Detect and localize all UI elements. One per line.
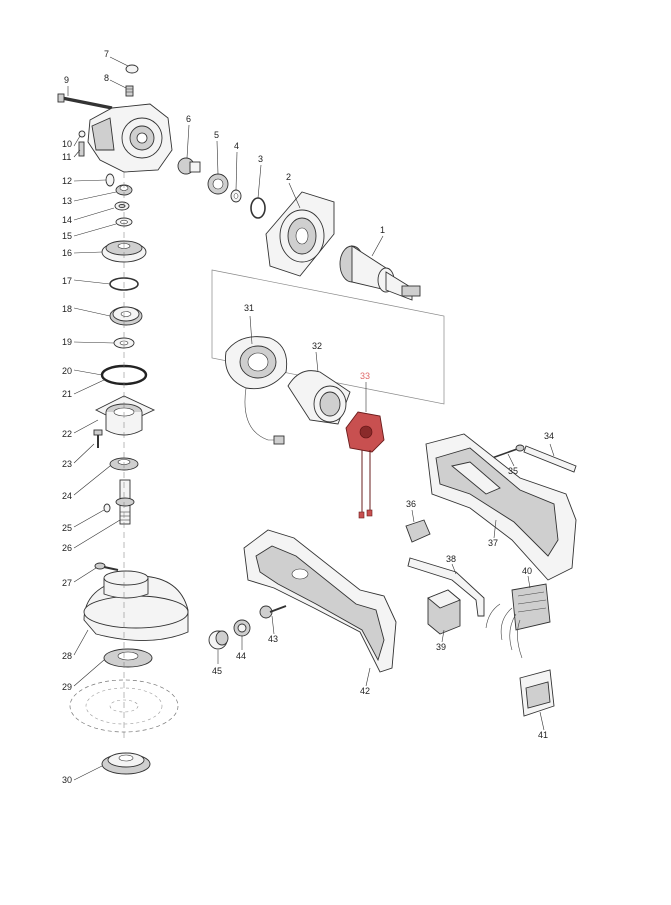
lock-nut-30[interactable] xyxy=(101,752,151,775)
housing-42[interactable] xyxy=(243,529,397,673)
bearing-5[interactable] xyxy=(207,173,229,195)
washer-14[interactable] xyxy=(114,201,130,211)
part-number-12: 12 xyxy=(62,176,72,186)
part-number-18: 18 xyxy=(62,304,72,314)
washer-12[interactable] xyxy=(105,173,115,187)
gear-housing[interactable] xyxy=(87,103,173,173)
part-number-45: 45 xyxy=(212,666,222,676)
housing-37[interactable] xyxy=(425,433,577,581)
pin-11[interactable] xyxy=(78,141,85,157)
part-number-21: 21 xyxy=(62,389,72,399)
part-number-23: 23 xyxy=(62,459,72,469)
part-number-44: 44 xyxy=(236,651,246,661)
part-number-27: 27 xyxy=(62,578,72,588)
motor-bracket-2[interactable] xyxy=(265,191,335,277)
part-number-16: 16 xyxy=(62,248,72,258)
pinion-gear-6[interactable] xyxy=(177,157,201,175)
ring-3[interactable] xyxy=(250,197,266,219)
part-number-22: 22 xyxy=(62,429,72,439)
stator-32[interactable] xyxy=(287,370,351,425)
part-number-24: 24 xyxy=(62,491,72,501)
ring-10[interactable] xyxy=(78,130,86,138)
name-plate-34[interactable] xyxy=(523,445,577,473)
screw-43[interactable] xyxy=(259,605,287,619)
holder-31[interactable] xyxy=(224,336,288,445)
part-number-8: 8 xyxy=(104,73,109,83)
bearing-18[interactable] xyxy=(109,306,143,326)
inner-flange-29[interactable] xyxy=(103,648,153,668)
part-number-35: 35 xyxy=(508,466,518,476)
part-number-43: 43 xyxy=(268,634,278,644)
part-number-36: 36 xyxy=(406,499,416,509)
knob-44[interactable] xyxy=(233,619,251,637)
leader-lines xyxy=(67,56,555,781)
part-number-26: 26 xyxy=(62,543,72,553)
part-number-14: 14 xyxy=(62,215,72,225)
part-number-10: 10 xyxy=(62,139,72,149)
part-number-30: 30 xyxy=(62,775,72,785)
part-number-17: 17 xyxy=(62,276,72,286)
part-number-29: 29 xyxy=(62,682,72,692)
part-number-1: 1 xyxy=(380,225,385,235)
cap-7[interactable] xyxy=(125,64,139,74)
wheel-guard-28[interactable] xyxy=(83,570,189,641)
highlighted-part-33[interactable] xyxy=(345,411,385,519)
part-number-28: 28 xyxy=(62,651,72,661)
part-number-32: 32 xyxy=(312,341,322,351)
part-number-9: 9 xyxy=(64,75,69,85)
part-number-37: 37 xyxy=(488,538,498,548)
part-number-6: 6 xyxy=(186,114,191,124)
part-number-19: 19 xyxy=(62,337,72,347)
part-number-38: 38 xyxy=(446,554,456,564)
part-number-42: 42 xyxy=(360,686,370,696)
bearing-box-22[interactable] xyxy=(94,395,156,436)
part-number-41: 41 xyxy=(538,730,548,740)
part-number-3: 3 xyxy=(258,154,263,164)
terminal-41[interactable] xyxy=(519,669,555,717)
switch-rod-38[interactable] xyxy=(407,557,485,617)
key-25[interactable] xyxy=(103,503,111,513)
group-bracket xyxy=(211,269,445,405)
part-number-7: 7 xyxy=(104,49,109,59)
screw-27[interactable] xyxy=(94,562,119,571)
screw-23[interactable] xyxy=(93,429,103,448)
part-number-33: 33 xyxy=(360,371,370,381)
part-number-2: 2 xyxy=(286,172,291,182)
spring-8[interactable] xyxy=(125,85,134,97)
part-number-11: 11 xyxy=(62,152,71,162)
part-number-40: 40 xyxy=(522,566,532,576)
part-number-34: 34 xyxy=(544,431,554,441)
controller-40[interactable] xyxy=(485,583,551,659)
part-number-labels: 1 2 3 4 5 6 7 8 9 10 11 12 13 14 15 16 1… xyxy=(62,49,554,785)
part-number-15: 15 xyxy=(62,231,72,241)
cap-45[interactable] xyxy=(208,630,229,650)
part-number-39: 39 xyxy=(436,642,446,652)
spindle-26[interactable] xyxy=(115,479,135,525)
switch-39[interactable] xyxy=(427,589,461,635)
part-number-20: 20 xyxy=(62,366,72,376)
part-number-13: 13 xyxy=(62,196,72,206)
armature-1[interactable] xyxy=(339,245,421,301)
washer-4[interactable] xyxy=(230,189,242,203)
screw-35[interactable] xyxy=(491,444,525,459)
switch-lever-36[interactable] xyxy=(405,519,431,543)
screw-9[interactable] xyxy=(57,93,113,110)
part-number-4: 4 xyxy=(234,141,239,151)
part-number-31: 31 xyxy=(244,303,254,313)
part-number-5: 5 xyxy=(214,130,219,140)
part-number-25: 25 xyxy=(62,523,72,533)
